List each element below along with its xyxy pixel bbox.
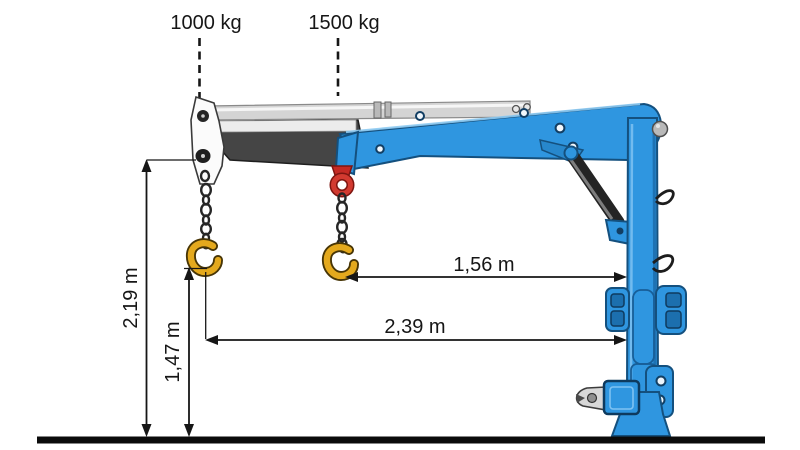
mast-brackets [605,285,687,335]
chain-hook-outer [185,169,223,278]
load-value-inner: 1500 kg [308,12,379,34]
load-value-outer: 1000 kg [170,12,241,34]
yellow-hook-outer [187,240,222,276]
dim-value-reach-outer: 2,39 m [384,316,445,338]
dimension-boom-tip-height: 2,19 m [120,159,196,437]
dimension-hook-height: 1,47 m [162,267,207,437]
boom-tip-bracket [334,130,360,176]
pivot-knob [651,120,669,138]
ground-line [37,436,765,444]
mast-hook-lower [651,254,675,273]
dim-value-boom-tip-height: 2,19 m [120,267,142,328]
chain-hook-inner [321,165,359,282]
load-label-1000kg: 1000 kg [170,12,242,99]
mast-hook-upper [654,189,675,206]
mast-base [575,365,674,437]
dimension-reach-outer: 2,39 m [205,316,627,345]
boom-tip [190,95,225,185]
crane-illustration [185,95,687,437]
lift-cylinder [539,139,634,246]
load-label-1500kg: 1500 kg [308,12,380,96]
dim-value-hook-height: 1,47 m [162,321,184,382]
dim-value-reach-inner: 1,56 m [453,254,514,276]
telescopic-inner-boom [211,119,369,169]
base-block [602,379,641,416]
boom-rail-cylinder [206,100,531,121]
yellow-hook-inner [323,244,358,280]
dimension-reach-inner: 1,56 m [345,254,627,282]
